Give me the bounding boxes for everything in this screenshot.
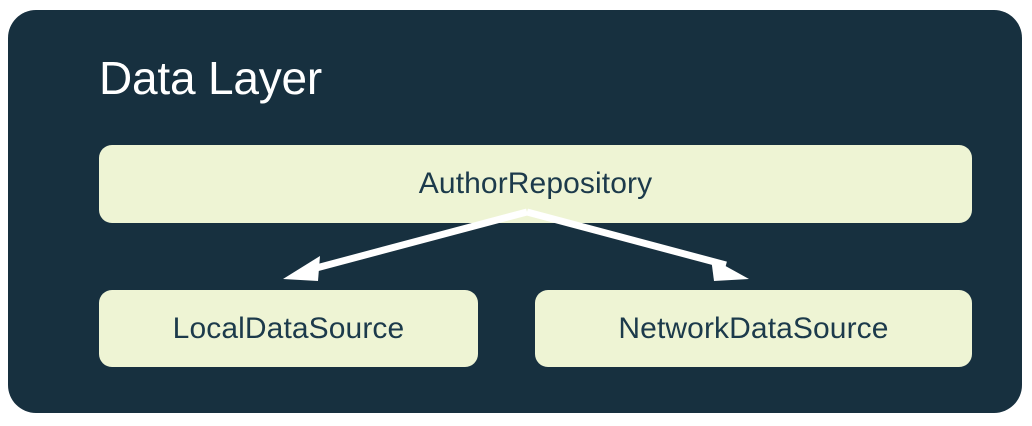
node-network-data-source[interactable]: NetworkDataSource xyxy=(535,290,972,367)
node-author-repository[interactable]: AuthorRepository xyxy=(99,145,972,223)
node-network-data-source-label: NetworkDataSource xyxy=(618,311,889,345)
node-local-data-source[interactable]: LocalDataSource xyxy=(99,290,478,367)
page-title: Data Layer xyxy=(99,52,323,104)
data-layer-panel: Data Layer AuthorRepository LocalDataSou… xyxy=(8,10,1022,413)
node-local-data-source-label: LocalDataSource xyxy=(172,311,405,345)
node-author-repository-label: AuthorRepository xyxy=(418,167,653,200)
